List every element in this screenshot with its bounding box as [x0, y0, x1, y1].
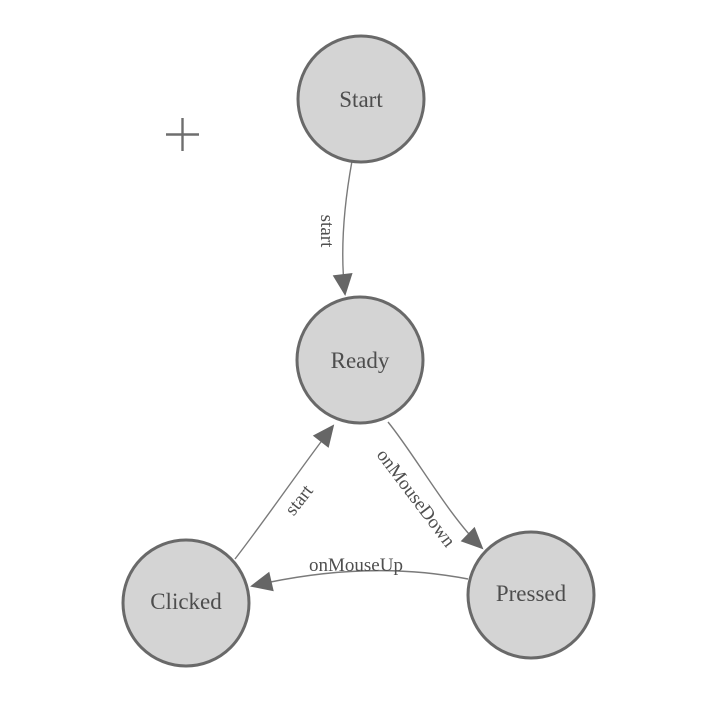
- transition-clicked-to-ready[interactable]: [234, 424, 335, 560]
- states-layer: Start Ready Clicked Pressed: [121, 34, 596, 668]
- state-circle-pressed[interactable]: [466, 530, 596, 660]
- transition-label-clicked-to-ready: start: [281, 480, 318, 519]
- state-circle-clicked[interactable]: [121, 538, 251, 668]
- state-label-clicked: Clicked: [150, 589, 222, 614]
- transition-ready-to-pressed[interactable]: [387, 421, 484, 550]
- state-circle-ready[interactable]: [295, 295, 425, 425]
- state-node-start[interactable]: Start: [296, 34, 426, 164]
- transition-label-pressed-to-clicked: onMouseUp: [309, 555, 403, 576]
- state-label-start: Start: [339, 87, 383, 112]
- state-node-ready[interactable]: Ready: [295, 295, 425, 425]
- state-label-pressed: Pressed: [496, 581, 567, 606]
- state-label-ready: Ready: [331, 348, 390, 373]
- transition-pressed-to-clicked[interactable]: [250, 569, 469, 592]
- state-node-pressed[interactable]: Pressed: [466, 530, 596, 660]
- state-node-clicked[interactable]: Clicked: [121, 538, 251, 668]
- transition-start-to-ready[interactable]: [332, 160, 353, 296]
- plus-icon[interactable]: [166, 118, 199, 151]
- transition-label-start-to-ready: start: [316, 215, 337, 248]
- state-circle-start[interactable]: [296, 34, 426, 164]
